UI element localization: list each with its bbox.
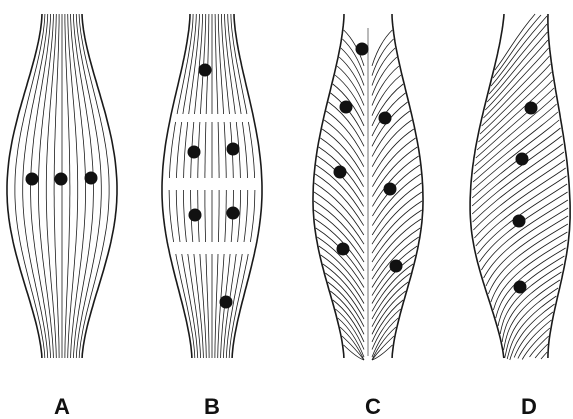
muscle-b <box>162 14 262 358</box>
muscle-c-fiber <box>321 255 364 304</box>
muscle-b-fiber <box>183 14 200 358</box>
muscle-b-dot <box>199 64 212 77</box>
muscle-d-fiber <box>474 168 565 238</box>
muscle-c-fiber <box>372 30 392 66</box>
muscle-c-fiber <box>372 174 421 226</box>
muscle-c-fiber <box>342 336 364 360</box>
muscle-c-dot <box>356 43 369 56</box>
muscle-c-fiber <box>372 192 422 244</box>
muscle-d-fiber <box>522 328 550 360</box>
muscle-c-outline-left <box>313 14 344 358</box>
muscle-c-fiber <box>315 183 364 235</box>
muscle-d-fiber <box>475 96 556 166</box>
muscle-b-dot <box>227 143 240 156</box>
muscle-c <box>313 14 423 360</box>
label-b: B <box>204 394 220 419</box>
muscle-c-dot <box>390 260 403 273</box>
muscle-a-fiber <box>65 14 70 358</box>
muscle-d-fiber <box>487 32 547 102</box>
muscle-c-fiber <box>372 183 421 235</box>
muscle-d-fiber <box>541 352 547 359</box>
muscle-d-fiber <box>476 176 567 246</box>
muscle-a-fibers <box>15 14 109 358</box>
muscle-d-fiber <box>480 64 550 134</box>
muscle-a-fiber <box>46 14 56 358</box>
muscle-d <box>470 14 570 360</box>
muscle-c-outline-right <box>392 14 423 358</box>
muscle-a-fiber <box>68 14 78 358</box>
muscle-c-dot <box>384 183 397 196</box>
muscle-c-fiber <box>372 336 394 360</box>
muscle-a-fiber <box>54 14 59 358</box>
muscle-a-dot <box>26 173 39 186</box>
muscle-a <box>7 14 117 358</box>
muscle-d-dot <box>525 102 538 115</box>
label-a: A <box>54 394 70 419</box>
muscle-c-fiber <box>372 201 422 253</box>
muscle-d-fiber <box>493 240 566 310</box>
label-c: C <box>365 394 381 419</box>
muscle-b-dot <box>220 296 233 309</box>
muscle-a-fiber <box>76 14 101 358</box>
muscle-c-dot <box>334 166 347 179</box>
muscle-c-dot <box>379 112 392 125</box>
muscle-c-fiber <box>314 192 364 244</box>
muscle-c-fiber <box>315 174 364 226</box>
muscle-c-dot <box>340 101 353 114</box>
muscle-b-dot <box>189 209 202 222</box>
muscle-d-fiber <box>472 128 560 198</box>
muscle-d-fiber <box>476 88 554 158</box>
muscle-c-fibers <box>314 28 422 360</box>
muscle-b-fiber <box>215 14 219 358</box>
muscle-b-dot <box>188 146 201 159</box>
label-d: D <box>521 394 537 419</box>
muscle-a-dots <box>26 172 98 186</box>
muscle-d-fiber <box>514 312 553 358</box>
muscle-a-fiber <box>23 14 48 358</box>
muscle-d-fibers <box>472 14 568 360</box>
muscle-d-dot <box>514 281 527 294</box>
muscle-d-fiber <box>478 72 551 142</box>
muscle-d-fiber <box>491 232 568 302</box>
muscle-d-fiber <box>493 15 541 78</box>
muscle-d-fiber <box>479 192 567 262</box>
muscle-d-fiber <box>485 40 548 110</box>
muscle-b-dot <box>227 207 240 220</box>
muscle-c-dot <box>337 243 350 256</box>
muscle-d-dot <box>516 153 529 166</box>
muscle-d-fiber <box>535 344 548 358</box>
muscle-d-dot <box>513 215 526 228</box>
muscle-a-dot <box>55 173 68 186</box>
muscle-d-outline-left <box>470 14 504 358</box>
muscle-a-dot <box>85 172 98 185</box>
